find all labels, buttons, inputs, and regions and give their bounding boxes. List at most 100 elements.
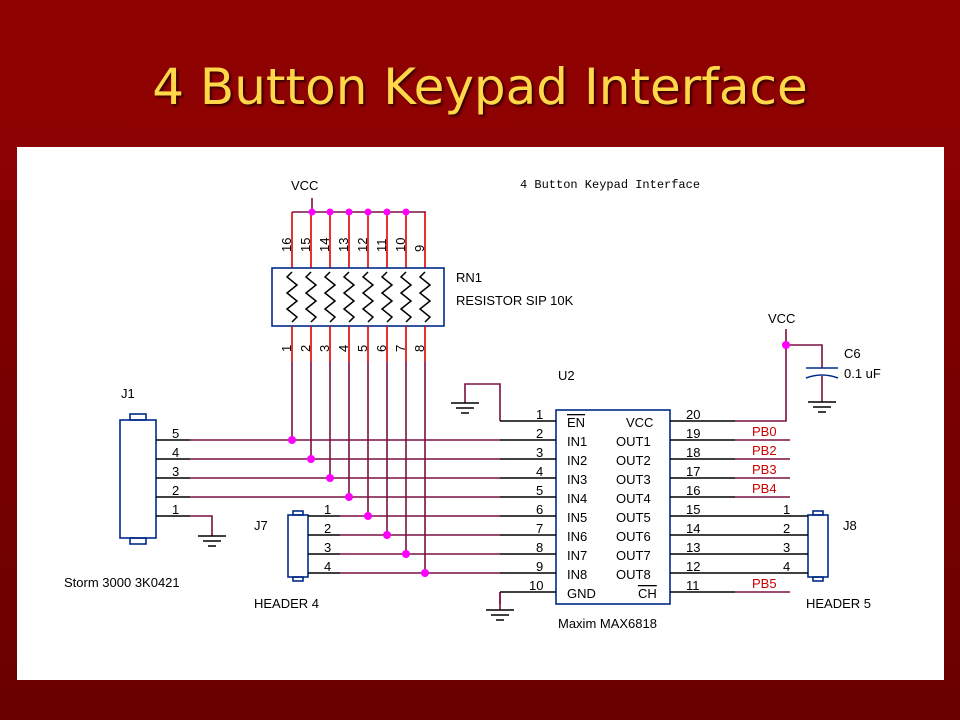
svg-text:PB2: PB2 xyxy=(752,443,777,458)
vcc-right-net xyxy=(735,329,787,422)
svg-text:3: 3 xyxy=(317,345,332,352)
j1-ref: J1 xyxy=(121,386,135,401)
svg-text:OUT7: OUT7 xyxy=(616,548,651,563)
svg-text:IN5: IN5 xyxy=(567,510,587,525)
svg-text:IN1: IN1 xyxy=(567,434,587,449)
rn1-top-pin-numbers: 16 15 14 13 12 11 10 9 xyxy=(279,238,427,252)
svg-text:13: 13 xyxy=(336,238,351,252)
u2-body xyxy=(555,409,671,605)
svg-text:14: 14 xyxy=(317,238,332,252)
u2-left-pin-numbers: 1 2 3 4 5 6 7 8 9 10 xyxy=(529,407,543,593)
svg-text:15: 15 xyxy=(686,502,700,517)
svg-text:7: 7 xyxy=(393,345,408,352)
rn1-resistor-zigzags xyxy=(285,271,432,323)
c6-value: 0.1 uF xyxy=(844,366,881,381)
j1-pin-numbers: 5 4 3 2 1 xyxy=(172,426,179,517)
svg-text:PB0: PB0 xyxy=(752,424,777,439)
svg-text:10: 10 xyxy=(529,578,543,593)
svg-text:11: 11 xyxy=(374,239,389,253)
svg-text:16: 16 xyxy=(686,483,700,498)
j1-to-u2-nets xyxy=(190,439,500,498)
u2-left-pin-names: EN IN1 IN2 IN3 IN4 IN5 IN6 IN7 IN8 GND xyxy=(567,415,596,601)
svg-text:CH: CH xyxy=(638,586,657,601)
svg-text:13: 13 xyxy=(686,540,700,555)
svg-text:IN7: IN7 xyxy=(567,548,587,563)
svg-text:IN2: IN2 xyxy=(567,453,587,468)
net-labels: PB0 PB2 PB3 PB4 PB5 xyxy=(752,424,777,591)
vcc-right-junction xyxy=(782,341,790,349)
svg-text:3: 3 xyxy=(172,464,179,479)
svg-text:1: 1 xyxy=(172,502,179,517)
svg-text:5: 5 xyxy=(536,483,543,498)
svg-text:17: 17 xyxy=(686,464,700,479)
u2-en-ground-symbol xyxy=(451,402,479,414)
svg-text:3: 3 xyxy=(783,540,790,555)
c6-ref: C6 xyxy=(844,346,861,361)
svg-text:3: 3 xyxy=(324,540,331,555)
svg-text:PB3: PB3 xyxy=(752,462,777,477)
rn1-ref: RN1 xyxy=(456,270,482,285)
svg-text:2: 2 xyxy=(783,521,790,536)
j1-body xyxy=(119,419,157,539)
j7-pin-numbers: 1 2 3 4 xyxy=(324,502,331,574)
svg-text:9: 9 xyxy=(536,559,543,574)
j1-part: Storm 3000 3K0421 xyxy=(64,575,180,590)
rn1-bottom-leads xyxy=(291,326,426,362)
svg-text:PB5: PB5 xyxy=(752,576,777,591)
slide-title: 4 Button Keypad Interface xyxy=(152,58,808,116)
svg-text:6: 6 xyxy=(536,502,543,517)
svg-text:OUT8: OUT8 xyxy=(616,567,651,582)
u2-left-leads xyxy=(500,420,556,593)
j1-ground-symbol xyxy=(198,535,226,547)
svg-text:OUT5: OUT5 xyxy=(616,510,651,525)
svg-text:2: 2 xyxy=(324,521,331,536)
u2-ref: U2 xyxy=(558,368,575,383)
j8-leads xyxy=(735,515,808,574)
svg-text:7: 7 xyxy=(536,521,543,536)
svg-text:8: 8 xyxy=(412,345,427,352)
svg-text:4: 4 xyxy=(536,464,543,479)
svg-text:12: 12 xyxy=(355,238,370,252)
svg-text:2: 2 xyxy=(536,426,543,441)
j7-to-u2-nets xyxy=(340,515,500,574)
u2-gnd-ground-symbol xyxy=(486,609,514,621)
c6-capacitor-symbol xyxy=(805,367,839,413)
svg-text:IN3: IN3 xyxy=(567,472,587,487)
svg-text:16: 16 xyxy=(279,238,294,252)
svg-text:5: 5 xyxy=(172,426,179,441)
vcc-right-label: VCC xyxy=(768,311,795,326)
svg-text:2: 2 xyxy=(172,483,179,498)
j1-leads xyxy=(156,439,190,517)
svg-text:OUT3: OUT3 xyxy=(616,472,651,487)
u2-right-pin-numbers: 20 19 18 17 16 15 14 13 12 11 xyxy=(686,407,700,593)
svg-text:4: 4 xyxy=(324,559,331,574)
svg-text:8: 8 xyxy=(536,540,543,555)
svg-text:1: 1 xyxy=(279,345,294,352)
j8-part: HEADER 5 xyxy=(806,596,871,611)
net-label-lines xyxy=(735,439,790,593)
j8-ref: J8 xyxy=(843,518,857,533)
u2-right-pin-names: VCC OUT1 OUT2 OUT3 OUT4 OUT5 OUT6 OUT7 O… xyxy=(616,415,657,601)
j8-pin-numbers: 1 2 3 4 xyxy=(783,502,790,574)
u2-right-leads xyxy=(670,420,735,593)
schematic-panel xyxy=(17,147,944,680)
svg-text:IN6: IN6 xyxy=(567,529,587,544)
svg-text:4: 4 xyxy=(783,559,790,574)
svg-text:IN8: IN8 xyxy=(567,567,587,582)
rn1-top-leads xyxy=(291,212,426,268)
rn1-body xyxy=(271,267,445,327)
u2-part: Maxim MAX6818 xyxy=(558,616,657,631)
vcc-top-junctions xyxy=(308,208,410,216)
input-junctions xyxy=(288,436,429,577)
svg-text:1: 1 xyxy=(324,502,331,517)
svg-text:4: 4 xyxy=(336,345,351,352)
svg-text:OUT4: OUT4 xyxy=(616,491,651,506)
svg-text:3: 3 xyxy=(536,445,543,460)
svg-text:12: 12 xyxy=(686,559,700,574)
svg-text:5: 5 xyxy=(355,345,370,352)
vcc-top-label: VCC xyxy=(291,178,318,193)
svg-text:GND: GND xyxy=(567,586,596,601)
svg-text:2: 2 xyxy=(298,345,313,352)
svg-text:11: 11 xyxy=(686,578,700,593)
